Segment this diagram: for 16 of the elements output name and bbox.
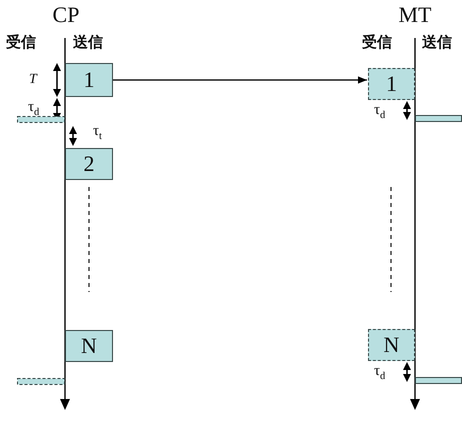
- interval-label: τ$_{d}$: [374, 364, 386, 382]
- column-heading: 受信: [362, 35, 392, 50]
- received-frame-box: 1: [368, 68, 415, 100]
- interval-label: τ$_{d}$: [374, 103, 386, 122]
- column-heading: 受信: [6, 35, 36, 50]
- frame-box: 2: [65, 148, 113, 180]
- interval-label: T: [29, 73, 37, 87]
- lifeline-title: MT: [398, 4, 432, 26]
- frame-box: 1: [65, 63, 113, 97]
- received-frame-box: N: [368, 329, 415, 361]
- interval-label: τ$_{t}$: [93, 124, 102, 142]
- arrow: [113, 76, 367, 84]
- column-heading: 送信: [422, 35, 452, 50]
- interval-label: τ$_{d}$: [28, 100, 40, 118]
- lifeline-title: CP: [52, 4, 80, 26]
- frame-box: N: [65, 330, 113, 362]
